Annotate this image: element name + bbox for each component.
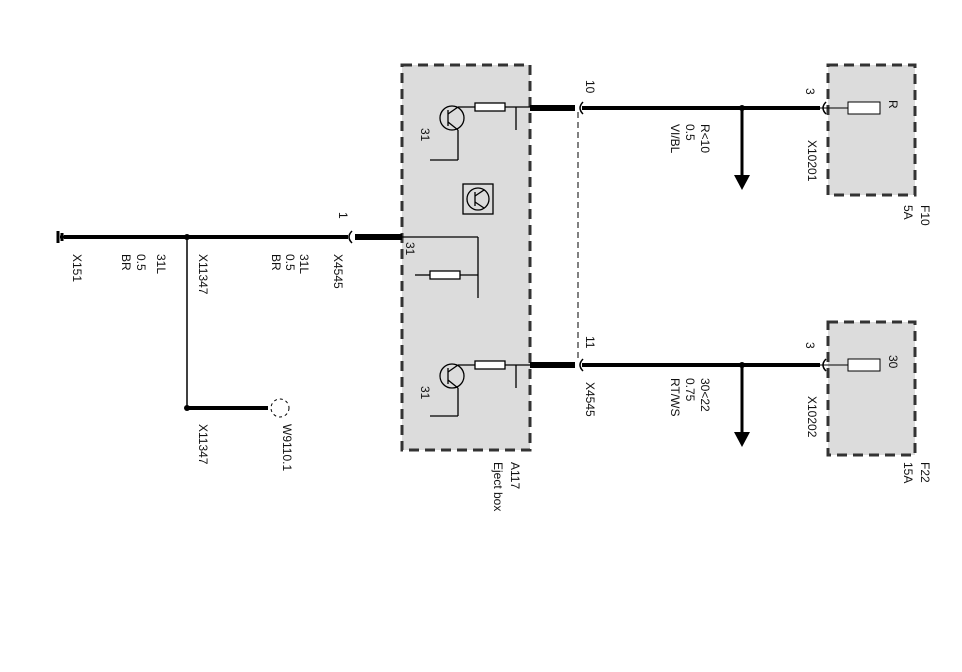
signal-label: R<10 bbox=[698, 124, 712, 153]
ground-point-icon bbox=[270, 398, 290, 418]
terminal-label: 30 bbox=[886, 355, 900, 369]
splice-node bbox=[184, 405, 190, 411]
wires bbox=[64, 101, 880, 435]
component-id-label: A117 bbox=[508, 462, 522, 489]
splice-label: X11347 bbox=[196, 254, 210, 295]
wire-color-label: BR bbox=[119, 254, 133, 271]
gauge-label: 0.75 bbox=[683, 378, 697, 402]
ground-label: X151 bbox=[70, 254, 84, 282]
ground-point-label: W9110.1 bbox=[280, 424, 294, 471]
pin-label: 3 bbox=[803, 88, 817, 95]
fuse-icon bbox=[847, 358, 881, 372]
wire-color-label: RT/WS bbox=[668, 378, 682, 416]
splice-label: X11347 bbox=[196, 424, 210, 465]
signal-label: 30<22 bbox=[698, 378, 712, 412]
resistor-ground-icon bbox=[402, 236, 479, 298]
ground-pin-label: 31 bbox=[418, 386, 432, 400]
pin-label: 11 bbox=[583, 336, 597, 349]
ground-pin-label: 31 bbox=[403, 242, 417, 256]
connector-label: X4545 bbox=[583, 382, 597, 417]
fuse-icon bbox=[847, 101, 881, 115]
signal-label: 31L bbox=[154, 254, 168, 274]
fuse-box-f10 bbox=[826, 63, 917, 197]
ground-icon bbox=[56, 231, 64, 243]
ground-pin-label: 31 bbox=[418, 128, 432, 142]
fuse-id-label: F22 bbox=[918, 462, 932, 483]
transistor-icon bbox=[430, 102, 530, 161]
fuse-rating-label: 15A bbox=[901, 462, 915, 483]
connector-label: X4545 bbox=[331, 254, 345, 289]
gauge-label: 0.5 bbox=[683, 124, 697, 141]
wire-color-label: BR bbox=[269, 254, 283, 271]
splice-node bbox=[739, 105, 745, 111]
splice-node bbox=[184, 234, 190, 240]
arrow-down-icon bbox=[734, 175, 750, 190]
component-name-label: Eject box bbox=[491, 462, 505, 511]
pin-label: 1 bbox=[336, 212, 350, 219]
wire-color-label: VI/BL bbox=[668, 124, 682, 154]
gauge-label: 0.5 bbox=[283, 254, 297, 271]
fuse-rating-label: 5A bbox=[901, 205, 915, 220]
gauge-label: 0.5 bbox=[134, 254, 148, 271]
pin-label: 10 bbox=[583, 80, 597, 94]
transistor-icon bbox=[430, 360, 530, 417]
connector-label: X10202 bbox=[805, 396, 819, 438]
signal-label: 31L bbox=[297, 254, 311, 274]
fuse-box-f22 bbox=[826, 320, 917, 457]
module-symbol-icon bbox=[462, 183, 494, 215]
connector-label: X10201 bbox=[805, 140, 819, 182]
terminal-label: R bbox=[886, 100, 900, 109]
splice-node bbox=[739, 362, 745, 368]
arrow-down-icon bbox=[734, 432, 750, 447]
pin-label: 3 bbox=[803, 342, 817, 349]
eject-box bbox=[400, 63, 532, 452]
fuse-id-label: F10 bbox=[918, 205, 932, 226]
